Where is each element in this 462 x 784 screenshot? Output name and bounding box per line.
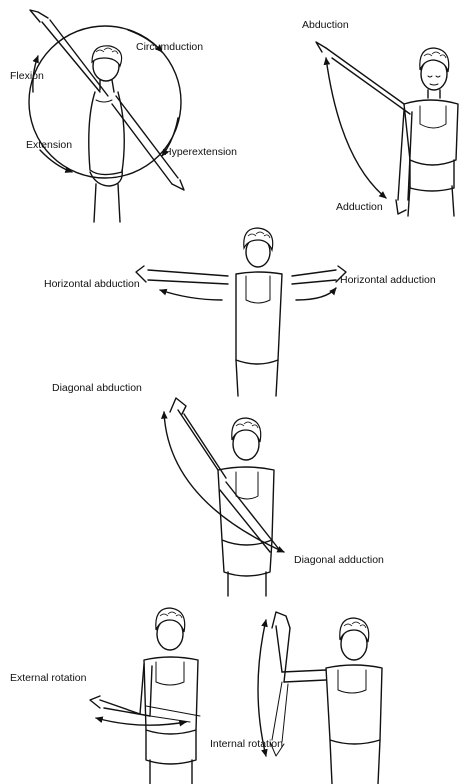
internal-rotation-arrow <box>258 620 266 756</box>
label-flexion: Flexion <box>10 70 44 82</box>
label-extension: Extension <box>26 139 72 151</box>
abduction-arc <box>326 58 386 198</box>
label-hyperextension: Hyperextension <box>164 146 237 158</box>
figure-6-head <box>340 618 369 660</box>
label-internal-rotation: Internal rotation <box>210 738 283 750</box>
figure-5-head <box>156 608 185 650</box>
label-abduction: Abduction <box>302 19 349 31</box>
figure-4-head <box>232 418 261 460</box>
label-adduction: Adduction <box>336 201 383 213</box>
figure-diagonal <box>164 398 284 596</box>
diagonal-arc <box>164 412 284 552</box>
label-diagonal-adduction: Diagonal adduction <box>294 554 384 566</box>
figure-horizontal <box>136 228 346 396</box>
figure-2-head <box>420 48 449 90</box>
horizontal-abduction-arrow <box>160 290 222 300</box>
figure-external-rotation <box>90 608 200 784</box>
label-external-rotation: External rotation <box>10 672 86 684</box>
label-horizontal-adduction: Horizontal adduction <box>340 274 436 286</box>
figure-1-head <box>92 46 122 81</box>
figure-abduction-adduction <box>316 42 458 216</box>
label-circumduction: Circumduction <box>136 41 203 53</box>
label-diagonal-abduction: Diagonal abduction <box>52 382 142 394</box>
figure-internal-rotation <box>258 612 382 784</box>
figure-3-head <box>244 228 273 267</box>
label-horizontal-abduction: Horizontal abduction <box>44 278 140 290</box>
horizontal-adduction-arrow <box>296 288 336 300</box>
